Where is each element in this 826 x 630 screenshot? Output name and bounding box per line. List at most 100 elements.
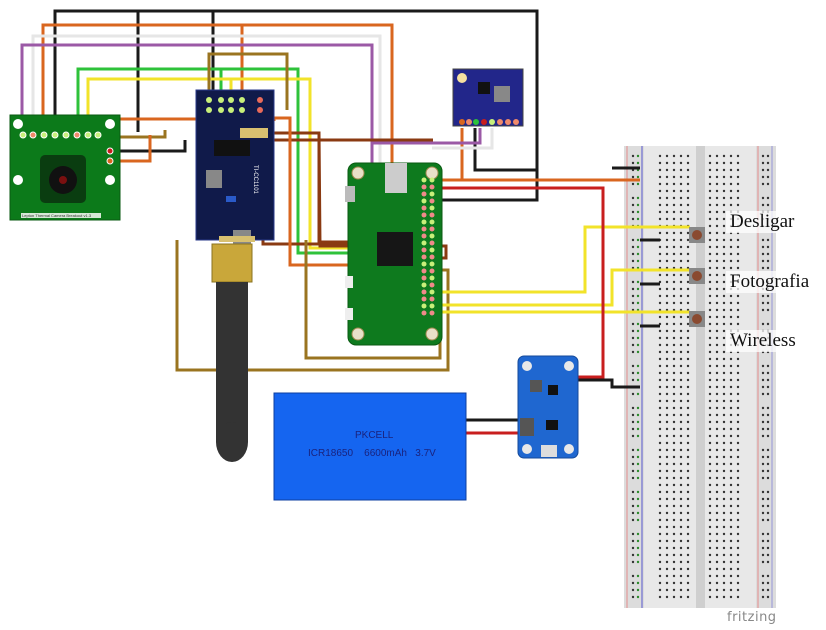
rail-hole — [631, 420, 635, 424]
gpio-pin — [429, 184, 435, 190]
breadboard-hole — [665, 175, 669, 179]
breadboard-hole — [672, 413, 676, 417]
breadboard-hole — [722, 315, 726, 319]
breadboard-hole — [722, 434, 726, 438]
rail-hole — [631, 196, 635, 200]
rail-hole — [761, 532, 765, 536]
breadboard-hole — [729, 238, 733, 242]
rail-hole — [766, 238, 770, 242]
push-button-wireless[interactable] — [689, 311, 705, 327]
breadboard-hole — [729, 245, 733, 249]
push-button-desligar[interactable] — [689, 227, 705, 243]
rail-hole — [761, 497, 765, 501]
breadboard-hole — [736, 476, 740, 480]
rail-hole — [636, 518, 640, 522]
breadboard-hole — [686, 420, 690, 424]
breadboard-hole — [715, 483, 719, 487]
rail-hole — [631, 336, 635, 340]
wire-black-pi — [432, 170, 539, 202]
breadboard-hole — [686, 560, 690, 564]
breadboard-hole — [729, 182, 733, 186]
rail-hole — [631, 595, 635, 599]
raspberry-pi-zero — [345, 162, 443, 346]
rail-hole — [761, 203, 765, 207]
breadboard-hole — [665, 588, 669, 592]
rail-hole — [636, 350, 640, 354]
imu-sensor — [452, 68, 524, 127]
breadboard-hole — [715, 553, 719, 557]
breadboard-hole — [679, 364, 683, 368]
breadboard-hole — [708, 553, 712, 557]
breadboard-hole — [715, 357, 719, 361]
rail-hole — [761, 546, 765, 550]
breadboard-hole — [708, 448, 712, 452]
rail-hole — [636, 280, 640, 284]
breadboard-hole — [672, 455, 676, 459]
breadboard-hole — [708, 336, 712, 340]
breadboard-hole — [736, 574, 740, 578]
breadboard-hole — [729, 427, 733, 431]
breadboard-hole — [722, 378, 726, 382]
breadboard-hole — [736, 581, 740, 585]
breadboard-hole — [708, 350, 712, 354]
breadboard-hole — [708, 315, 712, 319]
breadboard-hole — [665, 511, 669, 515]
rail-hole — [761, 168, 765, 172]
rail-hole — [636, 560, 640, 564]
rail-hole — [761, 196, 765, 200]
breadboard-hole — [715, 329, 719, 333]
breadboard-hole — [658, 469, 662, 473]
breadboard-hole — [686, 413, 690, 417]
breadboard-hole — [672, 448, 676, 452]
breadboard-hole — [715, 413, 719, 417]
rail-hole — [761, 490, 765, 494]
radio-pin — [206, 97, 212, 103]
breadboard-hole — [679, 371, 683, 375]
breadboard-hole — [658, 504, 662, 508]
breadboard-hole — [665, 553, 669, 557]
breadboard-hole — [729, 511, 733, 515]
breadboard-hole — [679, 329, 683, 333]
breadboard-hole — [722, 469, 726, 473]
gpio-pin — [429, 191, 435, 197]
rail-hole — [631, 329, 635, 333]
breadboard-hole — [686, 574, 690, 578]
breadboard-hole — [658, 595, 662, 599]
breadboard-hole — [729, 588, 733, 592]
rail-hole — [636, 553, 640, 557]
breadboard-hole — [729, 546, 733, 550]
breadboard-hole — [736, 413, 740, 417]
breadboard-hole — [708, 364, 712, 368]
rail-hole — [631, 455, 635, 459]
gpio-pin — [429, 275, 435, 281]
breadboard-hole — [686, 462, 690, 466]
breadboard-hole — [715, 434, 719, 438]
breadboard-hole — [658, 574, 662, 578]
breadboard-hole — [665, 357, 669, 361]
breadboard-hole — [722, 448, 726, 452]
rail-hole — [636, 420, 640, 424]
breadboard-hole — [722, 462, 726, 466]
breadboard-hole — [715, 539, 719, 543]
breadboard-hole — [686, 343, 690, 347]
rail-hole — [766, 182, 770, 186]
camera-label: Lepton Thermal Camera Breakout v1.3 — [22, 213, 92, 218]
breadboard-hole — [715, 581, 719, 585]
breadboard-hole — [708, 490, 712, 494]
breadboard-hole — [672, 420, 676, 424]
breadboard-hole — [715, 252, 719, 256]
breadboard-hole — [722, 420, 726, 424]
breadboard-hole — [658, 315, 662, 319]
rail-hole — [631, 280, 635, 284]
breadboard-hole — [722, 308, 726, 312]
breadboard-hole — [686, 357, 690, 361]
breadboard-hole — [665, 350, 669, 354]
breadboard-hole — [665, 329, 669, 333]
breadboard-hole — [686, 350, 690, 354]
rail-hole — [636, 455, 640, 459]
breadboard-hole — [715, 399, 719, 403]
wire-black-charger — [578, 378, 640, 389]
push-button-fotografia[interactable] — [689, 268, 705, 284]
rail-hole — [631, 539, 635, 543]
